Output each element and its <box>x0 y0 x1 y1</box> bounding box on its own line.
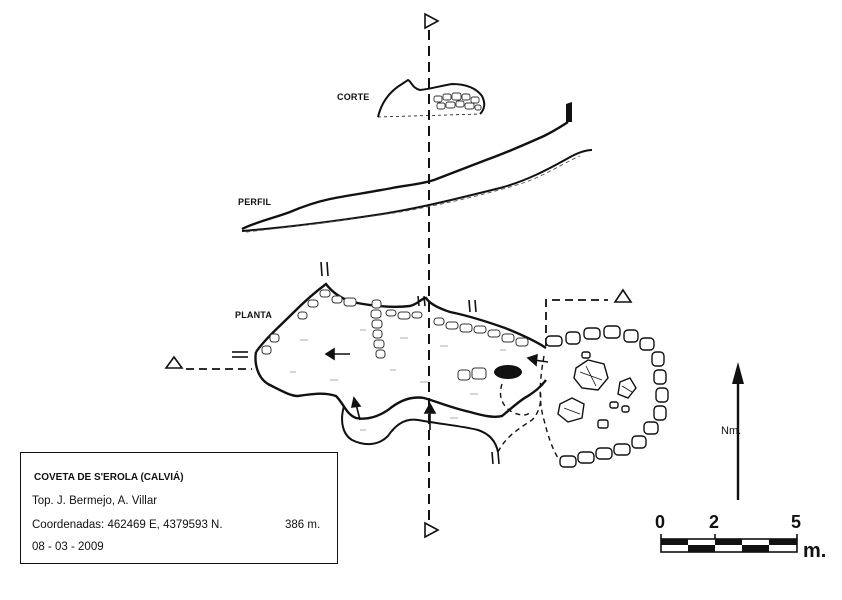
planta-label: PLANTA <box>235 310 273 320</box>
section-line-vertical <box>424 12 440 539</box>
info-box: COVETA DE S'EROLA (CALVIÁ) Top. J. Berme… <box>20 452 338 564</box>
section-marker-left-icon <box>164 355 184 369</box>
arrow-up-icon <box>350 396 362 408</box>
cave-title: COVETA DE S'EROLA (CALVIÁ) <box>34 472 184 483</box>
arrow-up-center-icon <box>423 402 437 414</box>
planta-section <box>164 261 669 468</box>
section-marker-top-icon <box>424 12 440 30</box>
scale-unit: m. <box>803 540 827 562</box>
date-text: 08 - 03 - 2009 <box>32 541 104 553</box>
scale-bar <box>660 534 798 553</box>
altitude-text: 386 m. <box>285 519 321 531</box>
north-label: Nm. <box>721 425 742 437</box>
scale-tick-5: 5 <box>791 512 802 532</box>
scale-tick-2: 2 <box>709 512 720 532</box>
arrow-west-icon <box>526 353 538 367</box>
perfil-end-block-icon <box>566 102 572 122</box>
corte-label: CORTE <box>337 92 370 102</box>
section-marker-bottom-icon <box>424 521 440 539</box>
scale-tick-0: 0 <box>655 512 666 532</box>
arrow-left-icon <box>324 347 335 361</box>
black-boulder-icon <box>494 365 522 379</box>
section-marker-right-icon <box>613 288 633 303</box>
coordinates-text: Coordenadas: 462469 E, 4379593 N. <box>32 519 223 531</box>
perfil-label: PERFIL <box>238 197 272 207</box>
perfil-section <box>241 102 593 233</box>
north-arrow-icon <box>732 362 744 500</box>
corte-section <box>377 78 486 118</box>
authors-text: Top. J. Bermejo, A. Villar <box>32 495 158 507</box>
